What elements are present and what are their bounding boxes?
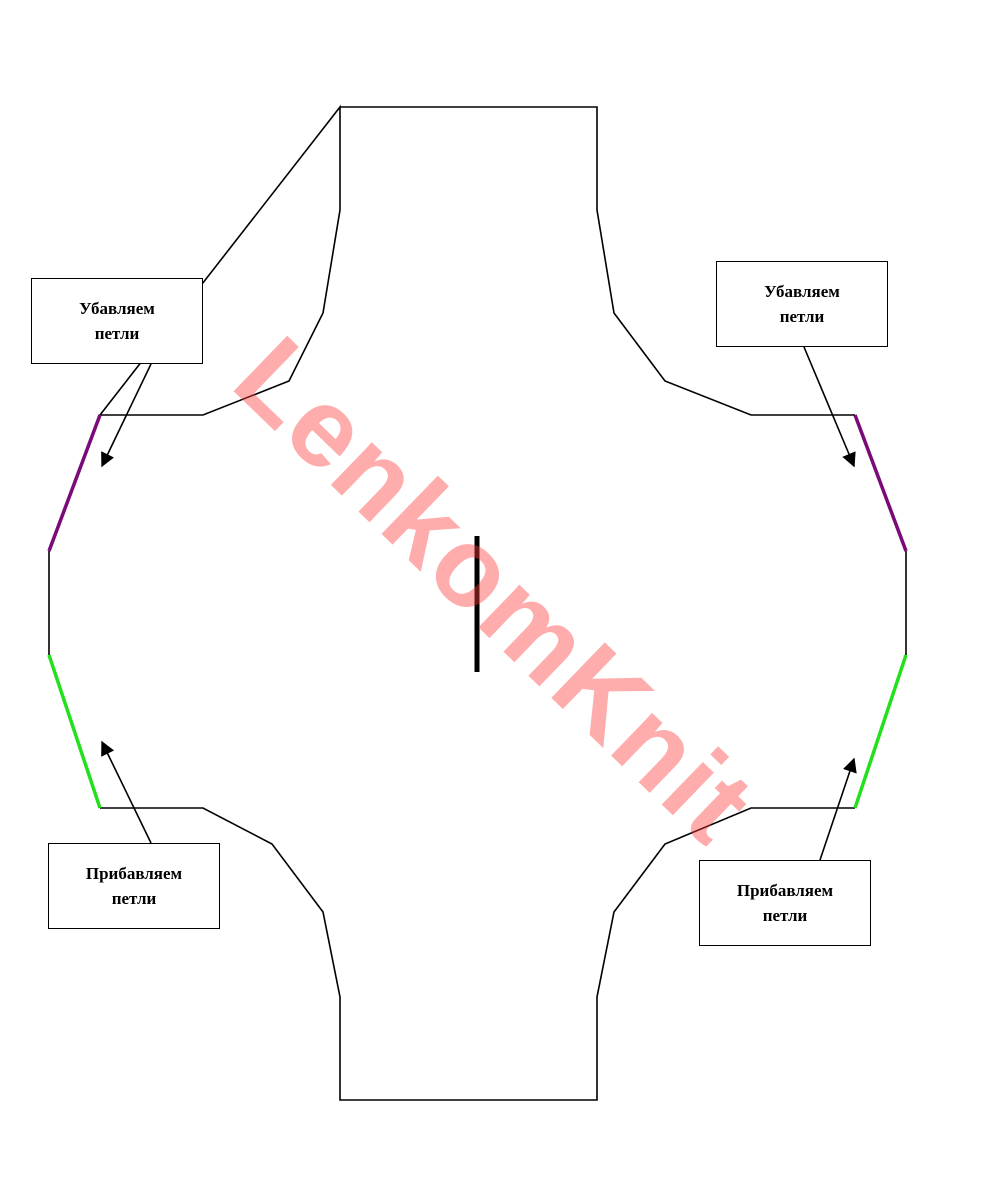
increase-edge-left — [47, 654, 102, 809]
label-line2: петли — [779, 307, 825, 326]
label-line1: Убавляем — [764, 282, 840, 301]
label-line2: петли — [94, 324, 140, 343]
label-line2: петли — [762, 906, 808, 925]
label-box-decrease-right: Убавляем петли — [716, 261, 888, 347]
decrease-edge-left — [47, 414, 102, 552]
arrow-top-right — [803, 346, 856, 468]
label-line1: Прибавляем — [85, 864, 183, 883]
label-box-decrease-left: Убавляем петли — [31, 278, 203, 364]
label-line1: Убавляем — [79, 299, 155, 318]
arrow-top-left — [101, 363, 152, 468]
label-line2: петли — [111, 889, 157, 908]
label-box-increase-right: Прибавляем петли — [699, 860, 871, 946]
decrease-edge-right — [853, 414, 908, 552]
arrow-bottom-right — [819, 757, 857, 861]
arrow-bottom-left — [101, 740, 152, 844]
garment-outline — [48, 104, 907, 1101]
label-box-increase-left: Прибавляем петли — [48, 843, 220, 929]
label-line1: Прибавляем — [736, 881, 834, 900]
increase-edge-right — [853, 654, 908, 809]
